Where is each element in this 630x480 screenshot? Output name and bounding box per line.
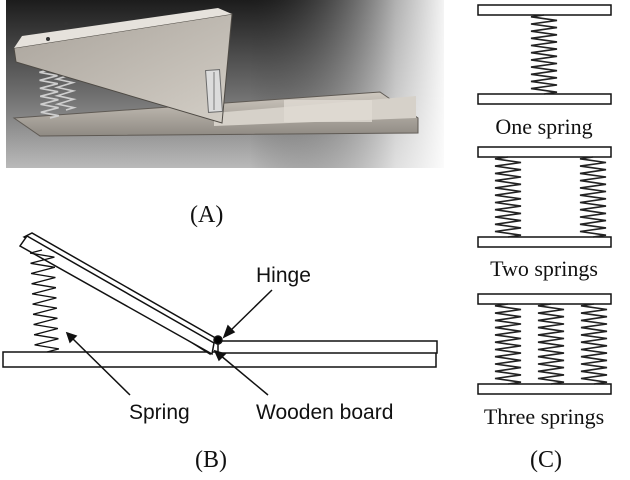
config-one-spring bbox=[477, 4, 612, 105]
panel-b-label: (B) bbox=[195, 447, 227, 473]
coil-spring bbox=[579, 156, 607, 238]
top-plate bbox=[477, 146, 612, 158]
hinge-dot bbox=[213, 335, 223, 345]
wooden-board-label: Wooden board bbox=[256, 401, 393, 424]
config-label-one: One spring bbox=[495, 114, 592, 139]
config-label-three: Three springs bbox=[484, 404, 604, 429]
schematic-panel-b bbox=[2, 232, 438, 396]
top-plate bbox=[477, 4, 612, 16]
coil-spring bbox=[494, 303, 522, 385]
photo-screw bbox=[64, 22, 68, 26]
hinge-arrow bbox=[227, 289, 273, 334]
panel-c-label: (C) bbox=[530, 447, 562, 473]
photo-screw bbox=[46, 37, 50, 41]
config-panel-c: One spring Two springs Three springs (C) bbox=[477, 4, 612, 473]
photo-board-patch bbox=[284, 100, 372, 122]
coil-spring bbox=[537, 303, 565, 385]
photo-board-top-edge bbox=[14, 8, 232, 48]
board-arrow bbox=[219, 354, 269, 396]
coil-spring bbox=[494, 156, 522, 238]
spring-label: Spring bbox=[129, 401, 190, 424]
panel-a-label: (A) bbox=[190, 202, 223, 228]
photo-light bbox=[250, 0, 444, 168]
config-two-springs bbox=[477, 146, 612, 248]
hinge-arrowhead bbox=[222, 324, 236, 339]
spring bbox=[29, 249, 60, 353]
springs-group bbox=[494, 156, 607, 238]
config-label-two: Two springs bbox=[490, 256, 598, 281]
bottom-plate bbox=[477, 93, 612, 105]
tilted-board-side bbox=[18, 235, 215, 356]
hinge-label: Hinge bbox=[256, 264, 311, 287]
config-three-springs bbox=[477, 293, 612, 395]
spring-arrow bbox=[71, 337, 131, 396]
board-arrowhead bbox=[213, 349, 227, 362]
coil-spring bbox=[530, 14, 558, 95]
springs-group bbox=[494, 303, 608, 385]
spring-arrowhead bbox=[65, 331, 78, 344]
coil-spring bbox=[580, 303, 608, 385]
bottom-plate bbox=[477, 383, 612, 395]
photo-panel-a bbox=[6, 0, 444, 168]
springs-group bbox=[530, 14, 558, 95]
top-plate bbox=[477, 293, 612, 305]
hinged-flat-board bbox=[217, 340, 438, 354]
bottom-plate bbox=[477, 236, 612, 248]
